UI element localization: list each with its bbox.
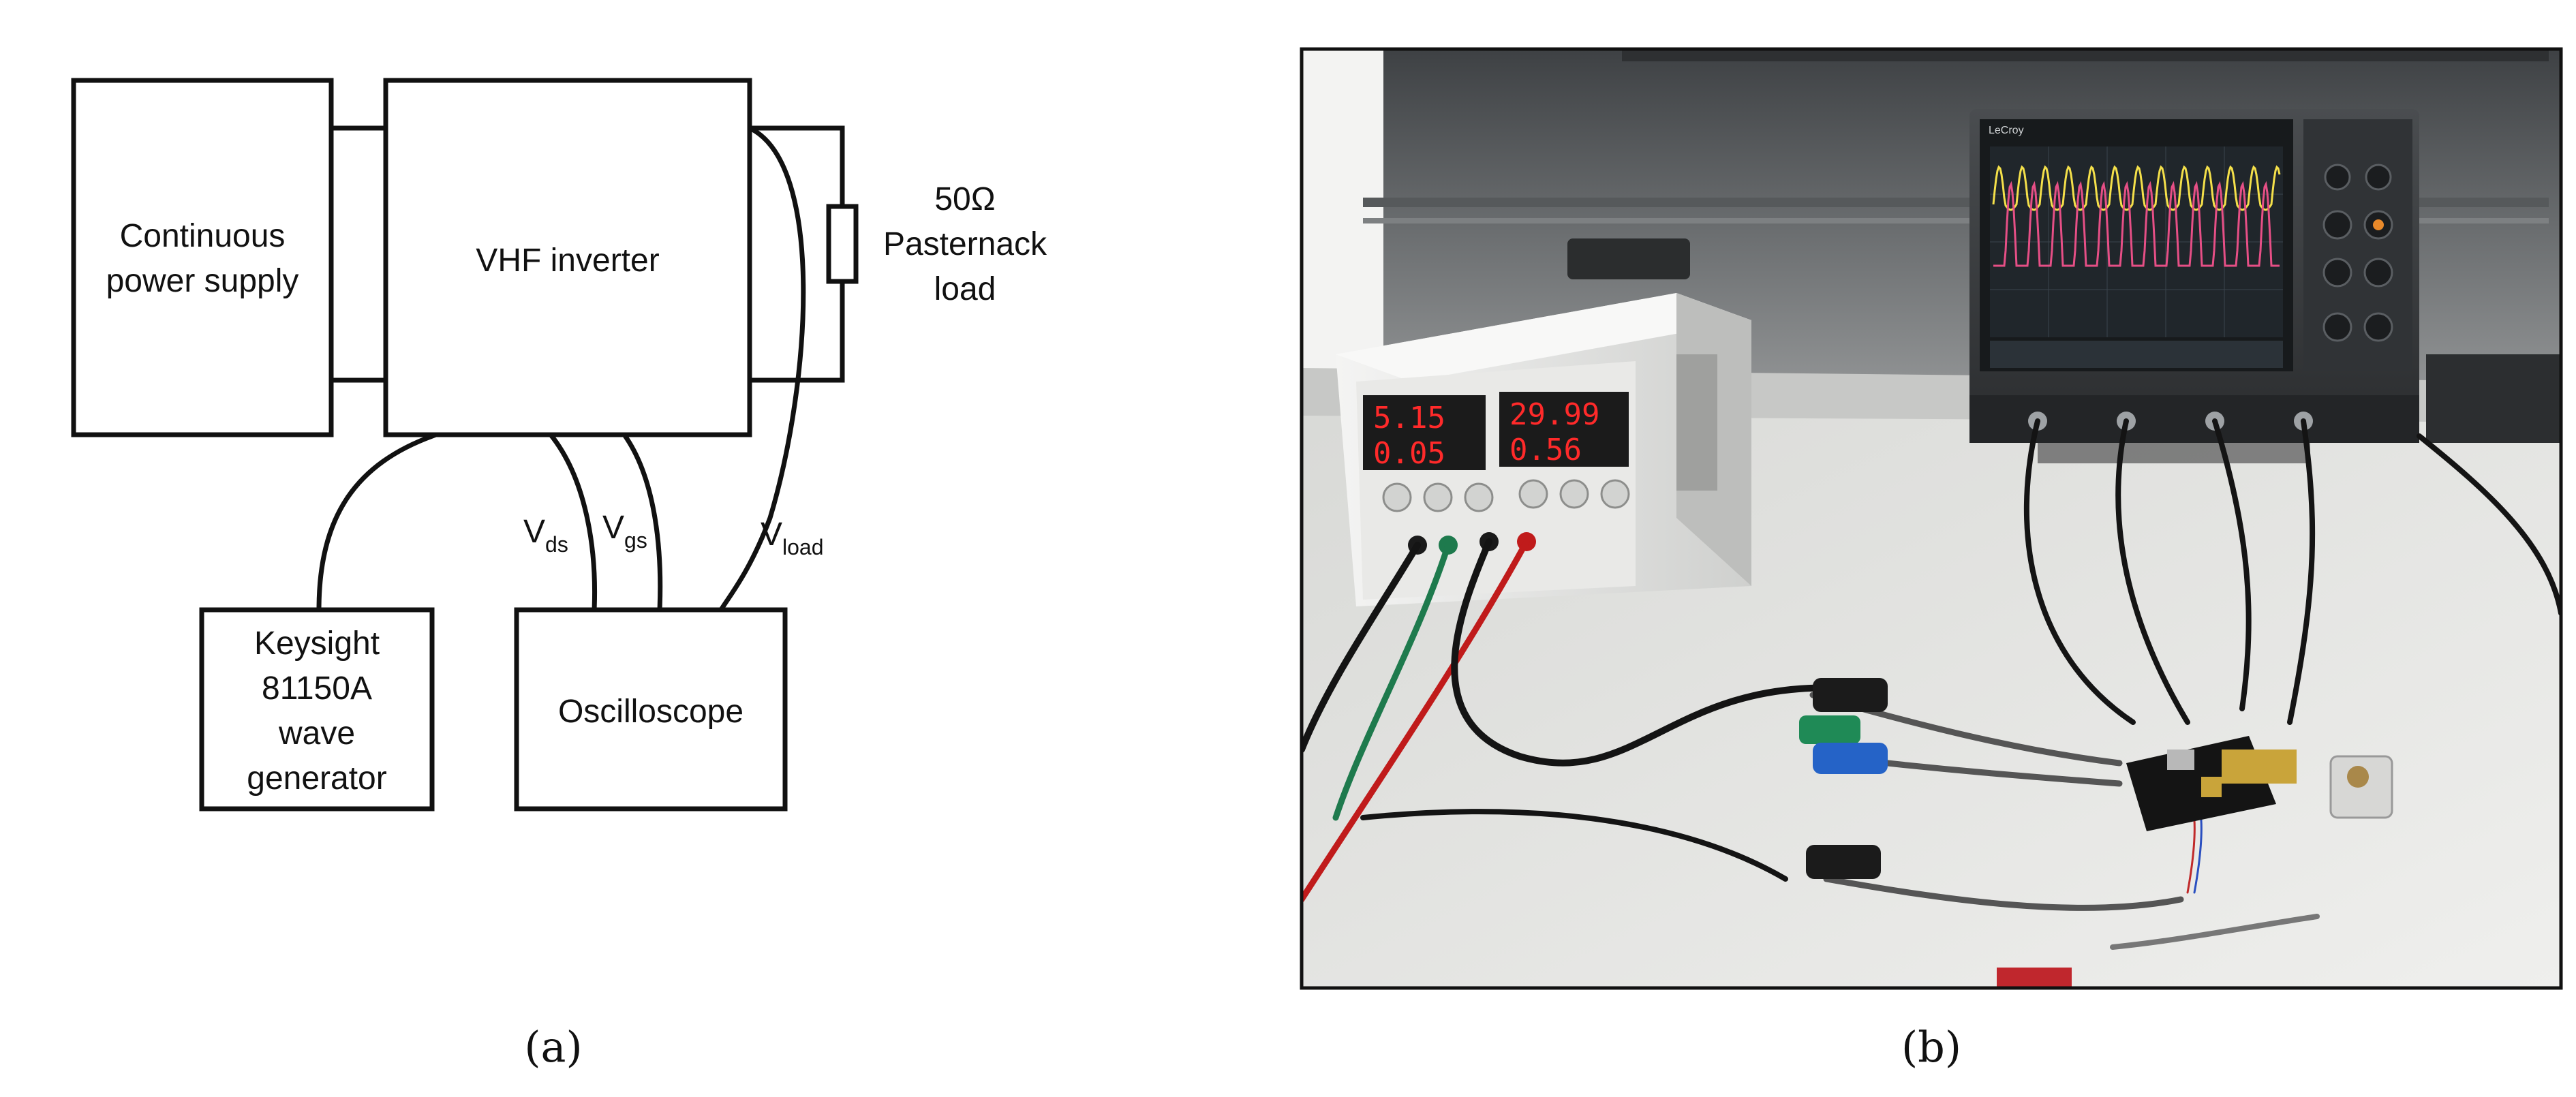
psu-readout-4: 0.56 [1509,433,1582,467]
psu-readout-3: 29.99 [1509,397,1599,432]
power-supply-label-1: Continuous [120,218,286,254]
psu-readout-2: 0.05 [1373,436,1445,471]
oscilloscope-label: Oscilloscope [558,694,743,730]
load-resistor [826,204,859,284]
generator-label-4: generator [247,760,386,797]
psu-readout-1: 5.15 [1373,401,1445,435]
inverter-label: VHF inverter [476,243,659,279]
power-supply-label-2: power supply [106,263,299,299]
power-supply-block [71,78,334,437]
wall-socket [1567,238,1690,279]
panel-a-diagram [71,78,859,812]
oscilloscope-block [514,607,788,812]
gate-drive-wire [316,432,438,611]
load-return-wire [750,281,845,383]
power-supply-unit: 5.15 0.05 29.99 0.56 [1336,293,1751,606]
panel-a-labels: Continuous power supply VHF inverter 50Ω… [106,181,1047,1072]
load-label-3: load [934,271,996,307]
vgs-probe-wire [622,433,663,611]
oscilloscope-unit: LeCroy [1969,109,2419,463]
inverter-board [2126,736,2393,831]
generator-label-3: wave [278,715,355,752]
load-label-2: Pasternack [883,226,1047,262]
inverter-block [383,78,752,437]
scope-brand: LeCroy [1989,125,2024,136]
vload-label: Vload [761,516,824,559]
keyboard [2426,354,2561,443]
vload-probe-wire [718,125,806,611]
vds-label: Vds [523,514,568,557]
photo-frame [1300,47,2563,990]
generator-label-1: Keysight [254,625,380,662]
load-wire [750,125,845,206]
vgs-label: Vgs [602,510,647,553]
load-label-1: 50Ω [934,181,995,217]
trace-pink [1993,181,2280,267]
caption-a: (a) [524,1022,582,1072]
probe-heads [1799,678,1888,879]
panel-b-photo: 5.15 0.05 29.99 0.56 LeCroy [1300,47,2563,1072]
generator-label-2: 81150A [262,670,372,707]
trace-yellow [1992,165,2281,211]
red-tag [1997,968,2072,988]
vds-probe-wire [549,433,597,611]
caption-b: (b) [1901,1022,1961,1072]
